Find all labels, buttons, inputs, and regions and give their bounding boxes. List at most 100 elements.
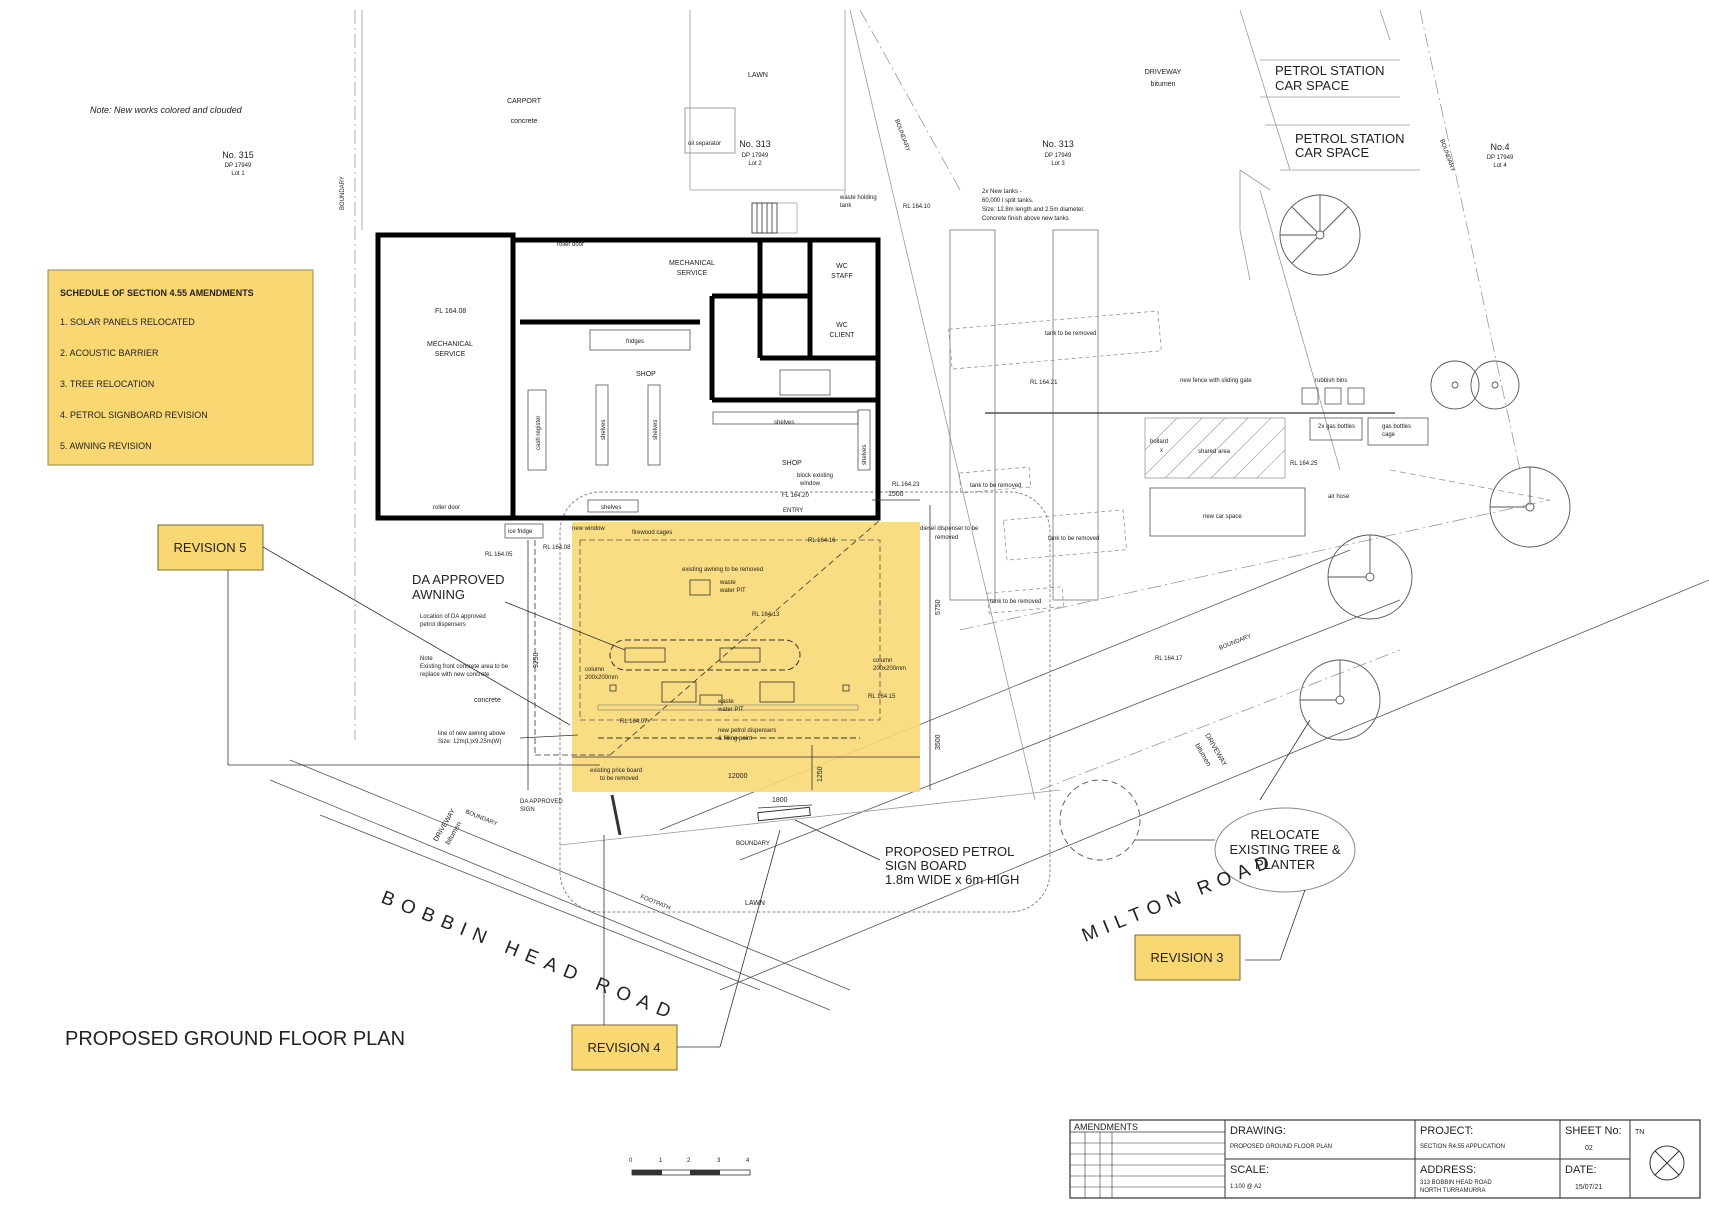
revision-clouds — [559, 491, 1356, 913]
shelves-label: shelves — [862, 445, 868, 465]
lot-dp: DP 17949 — [1487, 155, 1514, 161]
lot-no-313-a: No. 313 — [739, 139, 771, 149]
new-works-note: Note: New works colored and clouded — [90, 105, 243, 115]
sheet-label: SHEET No: — [1565, 1125, 1622, 1137]
waste-pit-label: water PIT — [719, 588, 746, 594]
date-value: 15/07/21 — [1575, 1184, 1602, 1191]
tree-icon — [1430, 360, 1480, 410]
fridges-label: fridges — [626, 339, 644, 345]
column-label: column — [873, 658, 892, 664]
address-value: 313 BOBBIN HEAD ROAD — [1420, 1180, 1492, 1186]
forecourt: existing awning to be removed waste wate… — [534, 519, 979, 782]
entry-label: ENTRY — [783, 508, 803, 514]
dimension-label: 3500 — [935, 734, 942, 750]
tank-removed-label: tank to be removed — [990, 599, 1041, 605]
carport-label: CARPORT — [507, 98, 542, 105]
dimension-label: 1250 — [817, 766, 824, 782]
shelves-label: shelves — [601, 420, 607, 440]
relocate-label: RELOCATE — [1250, 827, 1319, 842]
relocate-label: EXISTING TREE & — [1229, 842, 1340, 857]
schedule-item: 2. ACOUSTIC BARRIER — [60, 348, 159, 358]
revision-5-tag: REVISION 5 — [157, 524, 600, 766]
boundary-label: BOUNDARY — [893, 119, 910, 153]
shelves-label: shelves — [601, 505, 621, 511]
scale-tick: 3 — [717, 1158, 721, 1164]
scale-tick: 0 — [629, 1158, 633, 1164]
column-label: column — [585, 667, 604, 673]
tank-removed-label: tank to be removed — [1045, 331, 1096, 337]
awning-line-label: Size: 12m(L)x9.25m(W) — [438, 739, 501, 745]
boundary-label: BOUNDARY — [464, 809, 498, 827]
building-interior — [504, 202, 871, 539]
roads — [269, 469, 1709, 1011]
road-name-milton: MILTON ROAD — [1079, 850, 1279, 947]
dimension-label: 1800 — [772, 797, 788, 804]
boundary-label: BOUNDARY — [340, 176, 346, 210]
waste-holding-label: tank — [840, 203, 852, 209]
roller-door-label: roller door — [557, 242, 584, 248]
lot-dp: DP 17949 — [1045, 153, 1072, 159]
revision-3-label: REVISION 3 — [1151, 950, 1224, 965]
scale-tick: 2 — [687, 1158, 691, 1164]
proposed-sign-annotation: PROPOSED PETROL SIGN BOARD 1.8m WIDE x 6… — [794, 819, 1019, 887]
rl-label: RL 164.07 — [620, 719, 648, 725]
scale-tick: 1 — [659, 1158, 663, 1164]
project-value: SECTION R4.55 APPLICATION — [1420, 1144, 1505, 1150]
awning-line-label: line of new awning above — [438, 731, 506, 737]
waste-holding-label: waste holding — [839, 195, 877, 201]
carport-area: CARPORT concrete LAWN oil separator — [507, 72, 845, 234]
new-dispensers-label: new petrol dispensers — [718, 728, 776, 734]
waste-pit-label: water PIT — [717, 707, 744, 713]
rl-label: RL 164.23 — [892, 482, 920, 488]
tank-removed-label: tank to be removed — [970, 483, 1021, 489]
tree-icon — [1059, 779, 1141, 861]
lawn-label: LAWN — [748, 72, 768, 79]
room-label-client: CLIENT — [830, 332, 856, 339]
lot-number: Lot 3 — [1051, 161, 1065, 167]
new-car-space-label: new car space — [1203, 514, 1242, 520]
oil-separator-label: oil separator — [688, 141, 721, 147]
lot-dp: DP 17949 — [225, 163, 252, 169]
block-window-label: block existing — [797, 473, 833, 479]
room-label-mechanical: MECHANICAL — [669, 260, 715, 267]
petrol-car-spaces: PETROL STATION CAR SPACE PETROL STATION … — [1275, 63, 1405, 160]
car-space-label: CAR SPACE — [1295, 145, 1369, 160]
boundary-lines — [354, 9, 1521, 801]
firewood-label: firewood cages — [632, 530, 672, 536]
new-fence-label: new fence with sliding gate — [1180, 378, 1252, 384]
ice-fridge-label: ice fridge — [508, 529, 533, 535]
room-label-service: SERVICE — [435, 351, 466, 358]
revision-3-tag: REVISION 3 — [1134, 934, 1241, 981]
date-label: DATE: — [1565, 1164, 1597, 1176]
car-space-label: PETROL STATION — [1295, 131, 1405, 146]
lot-dp: DP 17949 — [742, 153, 769, 159]
room-label-wc: WC — [836, 322, 848, 329]
da-sign-label: DA APPROVED — [520, 799, 563, 805]
dimension-label: 9250 — [533, 652, 540, 668]
gas-bottles-label: 2x gas bottles — [1318, 424, 1355, 430]
dispenser-location-label: petrol dispensers — [420, 622, 466, 628]
diesel-dispenser-label: removed — [935, 535, 958, 541]
da-annotations: DA APPROVED AWNING Location of DA approv… — [412, 572, 811, 836]
scale-value: 1:100 @ A2 — [1230, 1184, 1262, 1190]
driveway-label: DRIVEWAY — [1145, 69, 1182, 76]
revision-4-label: REVISION 4 — [588, 1040, 661, 1055]
tree-icon — [1279, 194, 1361, 276]
lot-no-313-b: No. 313 — [1042, 139, 1074, 149]
lot-no-315: No. 315 — [222, 150, 254, 160]
proposed-sign-label: 1.8m WIDE x 6m HIGH — [885, 872, 1019, 887]
waste-pit-label: waste — [717, 699, 734, 705]
new-window-label: new window — [572, 526, 605, 532]
rl-label: RL 164.13 — [752, 612, 780, 618]
tanks-note: Concrete finish above new tanks — [982, 216, 1069, 222]
scale-tick: 4 — [746, 1158, 750, 1164]
roller-door-label: roller door — [433, 505, 460, 511]
block-window-label: window — [799, 481, 821, 487]
lot-number: Lot 1 — [231, 171, 245, 177]
relocate-label: PLANTER — [1255, 857, 1315, 872]
room-label-staff: STAFF — [831, 273, 853, 280]
concrete-label: concrete — [474, 697, 501, 704]
dimension-label: 12000 — [728, 773, 748, 780]
lot-number: Lot 2 — [748, 161, 762, 167]
boundary-label: BOUNDARY — [1438, 139, 1455, 173]
